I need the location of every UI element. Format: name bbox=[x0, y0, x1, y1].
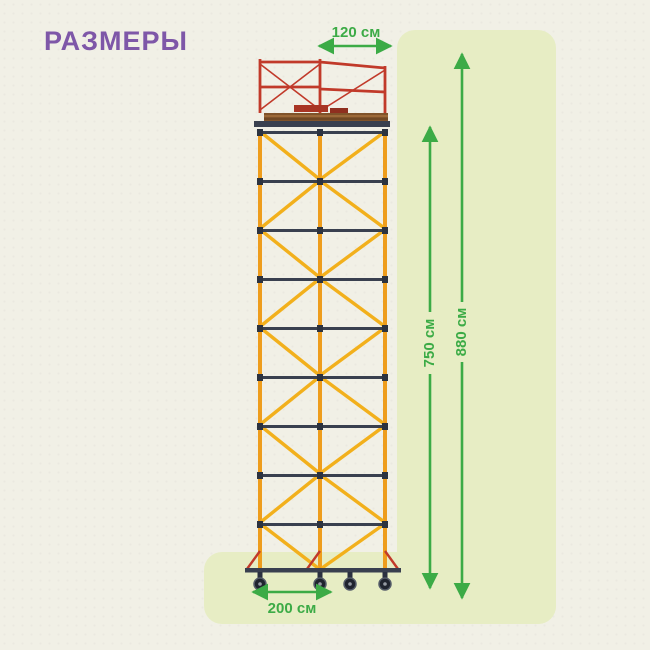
page-title: РАЗМЕРЫ bbox=[44, 26, 188, 56]
scaffold-diagonal-braces bbox=[260, 131, 385, 570]
dimension-label-outer-height: 880 см bbox=[453, 307, 470, 357]
scaffold-illustration bbox=[245, 59, 401, 591]
guard-rails-section bbox=[258, 59, 387, 113]
dimension-label-base-width: 200 см bbox=[267, 600, 317, 617]
dimension-label-inner-height: 750 см bbox=[421, 318, 438, 368]
scaffold-posts bbox=[258, 129, 387, 572]
dimension-label-top-width: 120 см bbox=[331, 24, 381, 41]
platform-deck bbox=[254, 105, 390, 127]
scaffold-connectors bbox=[257, 129, 388, 528]
